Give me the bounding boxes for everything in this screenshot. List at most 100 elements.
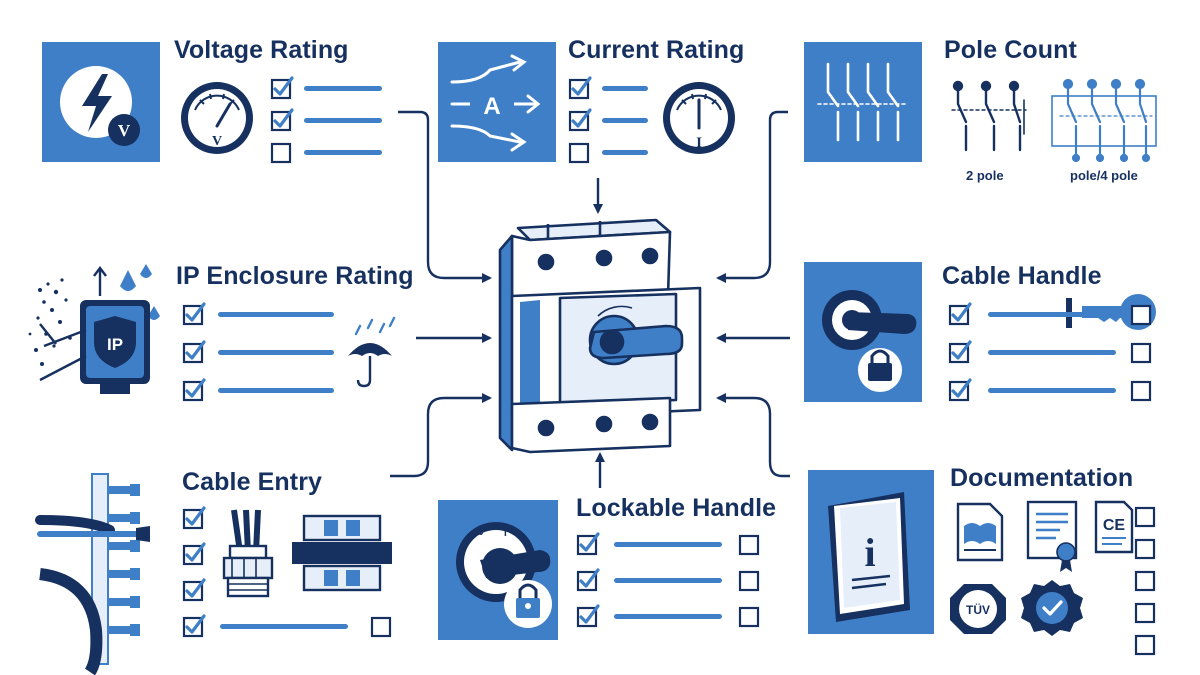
switch-disconnector [498, 218, 702, 454]
ampere-arrows-icon: A [450, 54, 541, 152]
checklist-line [988, 388, 1116, 393]
node-ip: IP [28, 264, 396, 402]
checkbox-checked[interactable] [948, 378, 972, 402]
checkbox-unchecked[interactable] [1134, 634, 1156, 656]
node-current: A I [438, 42, 735, 164]
ip-checklist [182, 302, 334, 402]
checklist-line [614, 578, 722, 583]
checkbox-checked[interactable] [948, 340, 972, 364]
checkbox-checked[interactable] [576, 604, 600, 628]
checklist-line [988, 350, 1116, 355]
checkbox-checked[interactable] [948, 302, 972, 326]
checkbox-unchecked[interactable] [1134, 570, 1156, 592]
checkbox-unchecked[interactable] [1134, 506, 1156, 528]
title-documentation: Documentation [950, 464, 1134, 492]
title-ip-enclosure-rating: IP Enclosure Rating [176, 262, 414, 290]
checkbox-unchecked[interactable] [370, 616, 392, 638]
node-lockable: 0 I [438, 500, 760, 640]
cable-gland-icon [222, 509, 274, 598]
node-cable-entry [35, 473, 392, 675]
checkbox-checked[interactable] [182, 542, 206, 566]
node-documentation: i CE TÜV [808, 470, 1156, 656]
checkbox-unchecked[interactable] [738, 606, 760, 628]
checklist-line [988, 312, 1116, 317]
checkbox-unchecked[interactable] [1134, 538, 1156, 560]
connector-cable-entry [390, 393, 492, 478]
checklist-line [602, 86, 648, 91]
checkbox-unchecked[interactable] [738, 570, 760, 592]
title-cable-entry: Cable Entry [182, 468, 323, 496]
checkbox-unchecked[interactable] [270, 142, 292, 164]
ce-mark-text: CE [1103, 517, 1126, 534]
svg-text:IP: IP [107, 335, 123, 354]
checkbox-unchecked[interactable] [738, 534, 760, 556]
checkbox-checked[interactable] [182, 378, 206, 402]
two-pole-symbol-icon [951, 80, 1027, 152]
four-pole-symbol-icon [1051, 78, 1157, 163]
certificate-icon [1026, 500, 1078, 572]
checkbox-checked[interactable] [576, 532, 600, 556]
checklist-line [218, 312, 334, 317]
rotary-handle-padlock-icon: 0 I [456, 522, 552, 628]
checkbox-checked[interactable] [182, 506, 206, 530]
label-2-pole: 2 pole [966, 168, 1004, 183]
documentation-checklist [1134, 506, 1156, 656]
checkbox-unchecked[interactable] [1134, 602, 1156, 624]
checkbox-unchecked[interactable] [1130, 342, 1152, 364]
checkbox-checked[interactable] [182, 340, 206, 364]
handle-padlock-icon [822, 290, 917, 392]
checkbox-checked[interactable] [576, 568, 600, 592]
cables-terminal-icon [35, 473, 150, 675]
checkbox-checked[interactable] [182, 578, 206, 602]
svg-text:V: V [118, 121, 131, 140]
checklist-line [304, 118, 382, 123]
checkbox-unchecked[interactable] [1130, 380, 1152, 402]
svg-text:I: I [696, 135, 702, 151]
tuv-badge-icon: TÜV [950, 584, 1006, 634]
connector-documentation [716, 393, 790, 478]
connector-poles [716, 110, 788, 283]
svg-text:V: V [212, 134, 222, 149]
checklist-line [304, 150, 382, 155]
cable-connector-icon [292, 514, 392, 592]
switch-contacts-icon [817, 62, 907, 142]
checkbox-checked[interactable] [270, 108, 294, 132]
svg-text:0: 0 [478, 527, 484, 538]
ip-shield-enclosure-icon: IP [28, 264, 160, 394]
verified-seal-icon [1021, 580, 1083, 636]
ce-mark-icon: CE [1094, 500, 1134, 554]
svg-text:A: A [483, 93, 500, 120]
cable-entry-checklist [182, 506, 392, 638]
label-4-pole: pole/4 pole [1070, 168, 1138, 183]
checkbox-checked[interactable] [182, 302, 206, 326]
book-page-icon [956, 502, 1004, 562]
voltage-checklist [270, 76, 382, 164]
checkbox-checked[interactable] [568, 76, 592, 100]
manual-info-icon: i [828, 492, 910, 622]
tuv-badge-text: TÜV [966, 602, 990, 617]
checklist-line [304, 86, 382, 91]
title-current-rating: Current Rating [568, 36, 745, 64]
checklist-line [602, 150, 648, 155]
node-poles [804, 42, 1157, 163]
svg-text:i: i [864, 530, 875, 575]
title-lockable-handle: Lockable Handle [576, 494, 777, 522]
checklist-line [218, 350, 334, 355]
checkbox-checked[interactable] [270, 76, 294, 100]
connectors [390, 110, 790, 488]
checklist-line [602, 118, 648, 123]
checkbox-checked[interactable] [182, 614, 206, 638]
checklist-line [614, 614, 722, 619]
checklist-line [614, 542, 722, 547]
checkbox-unchecked[interactable] [1130, 304, 1152, 326]
ammeter-icon: I [663, 82, 735, 154]
cable-handle-checklist [948, 302, 1152, 402]
lockable-checklist [576, 532, 760, 628]
node-voltage: V V [42, 42, 382, 164]
connector-voltage [398, 110, 492, 283]
title-pole-count: Pole Count [944, 36, 1077, 64]
checkbox-checked[interactable] [568, 108, 592, 132]
title-voltage-rating: Voltage Rating [174, 36, 349, 64]
checkbox-unchecked[interactable] [568, 142, 590, 164]
